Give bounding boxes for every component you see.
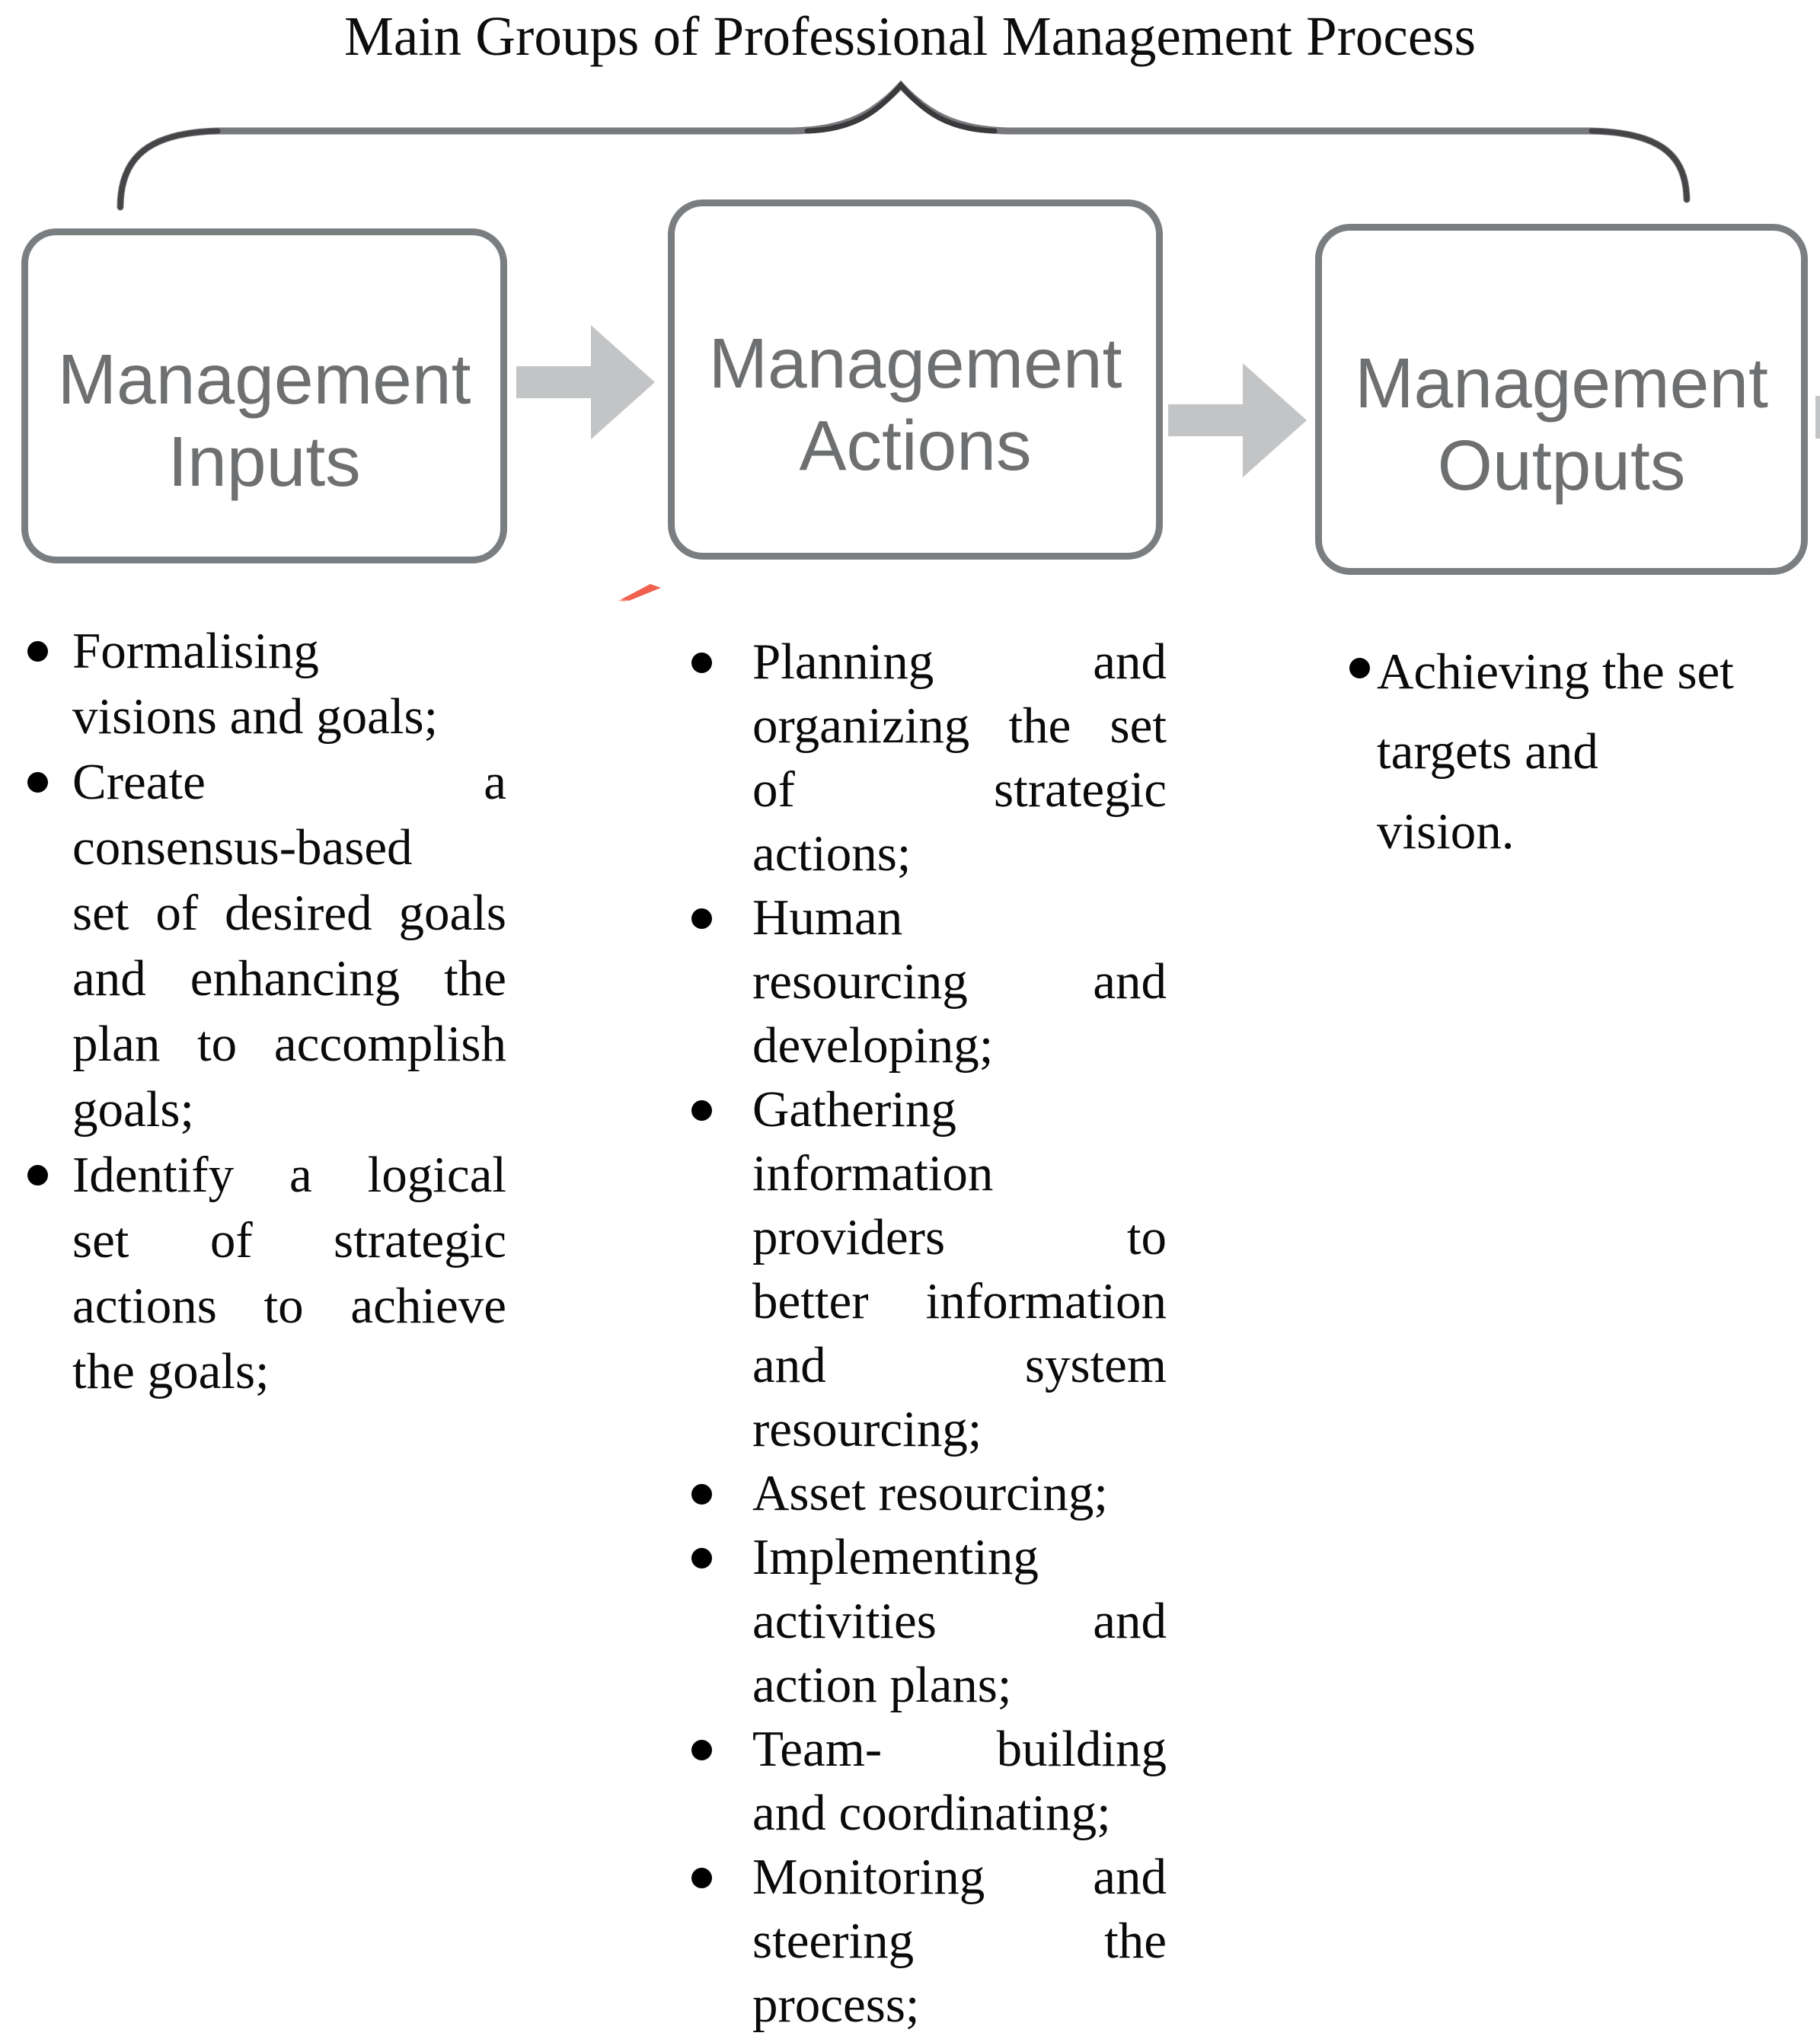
bullet-line: Team-building bbox=[752, 1721, 1167, 1777]
box-management-outputs: Management Outputs bbox=[1315, 224, 1808, 575]
bullet-line: actions; bbox=[752, 825, 912, 882]
bullet-marker-icon bbox=[691, 1484, 712, 1505]
bullet-marker-icon bbox=[1349, 658, 1370, 678]
bullet-line: developing; bbox=[752, 1017, 994, 1074]
bullet-line: Human bbox=[752, 889, 903, 946]
bullet-line: visions and goals; bbox=[72, 688, 439, 745]
box-management-inputs-label: Management Inputs bbox=[57, 340, 471, 501]
bullet-line: Implementing bbox=[752, 1529, 1039, 1585]
bullet-line: Gathering bbox=[752, 1081, 956, 1138]
bullet-marker-icon bbox=[27, 772, 48, 793]
bullet-item: Team-building and coordinating; bbox=[685, 1717, 1170, 1845]
bullet-line: process; bbox=[752, 1977, 920, 2033]
bullet-line: the goals; bbox=[72, 1343, 270, 1399]
bullet-line: vision. bbox=[1377, 803, 1515, 860]
overbrace bbox=[117, 80, 1691, 211]
bullet-line: information bbox=[752, 1145, 994, 1201]
bullet-marker-icon bbox=[27, 641, 48, 662]
bullet-marker-icon bbox=[691, 908, 712, 929]
red-pen-mark-icon bbox=[618, 584, 661, 602]
bullet-line: action plans; bbox=[752, 1657, 1012, 1713]
bullet-item: Asset resourcing; bbox=[685, 1461, 1170, 1525]
bullet-line: and coordinating; bbox=[752, 1785, 1111, 1841]
bullet-marker-icon bbox=[691, 1548, 712, 1568]
box-management-inputs: Management Inputs bbox=[21, 228, 507, 563]
bullet-line: Formalising bbox=[72, 623, 319, 679]
bullet-line: targets and bbox=[1377, 723, 1598, 780]
diagram-title: Main Groups of Professional Management P… bbox=[343, 5, 1477, 67]
box-management-actions: Management Actions bbox=[668, 199, 1163, 560]
bullet-line: consensus-based bbox=[72, 819, 413, 876]
bullet-marker-icon bbox=[27, 1165, 48, 1186]
bullet-marker-icon bbox=[691, 653, 712, 673]
bullet-line: Asset resourcing; bbox=[752, 1465, 1109, 1521]
box-management-outputs-label: Management Outputs bbox=[1355, 343, 1768, 505]
box-management-actions-label: Management Actions bbox=[708, 323, 1122, 485]
bullet-line: goals; bbox=[72, 1081, 195, 1138]
bullet-line: resourcing; bbox=[752, 1401, 982, 1457]
list-management-outputs: Achieving the set targets and vision. bbox=[1343, 632, 1800, 872]
bullet-line: Achieving the set bbox=[1377, 643, 1734, 700]
bullet-item: Formalising visions and goals; bbox=[21, 618, 509, 749]
bullet-marker-icon bbox=[691, 1868, 712, 1888]
bullet-marker-icon bbox=[691, 1740, 712, 1760]
arrow-stub-right-edge bbox=[1815, 396, 1820, 439]
bullet-item: Achieving the set targets and vision. bbox=[1343, 632, 1800, 872]
bullet-marker-icon bbox=[691, 1100, 712, 1121]
